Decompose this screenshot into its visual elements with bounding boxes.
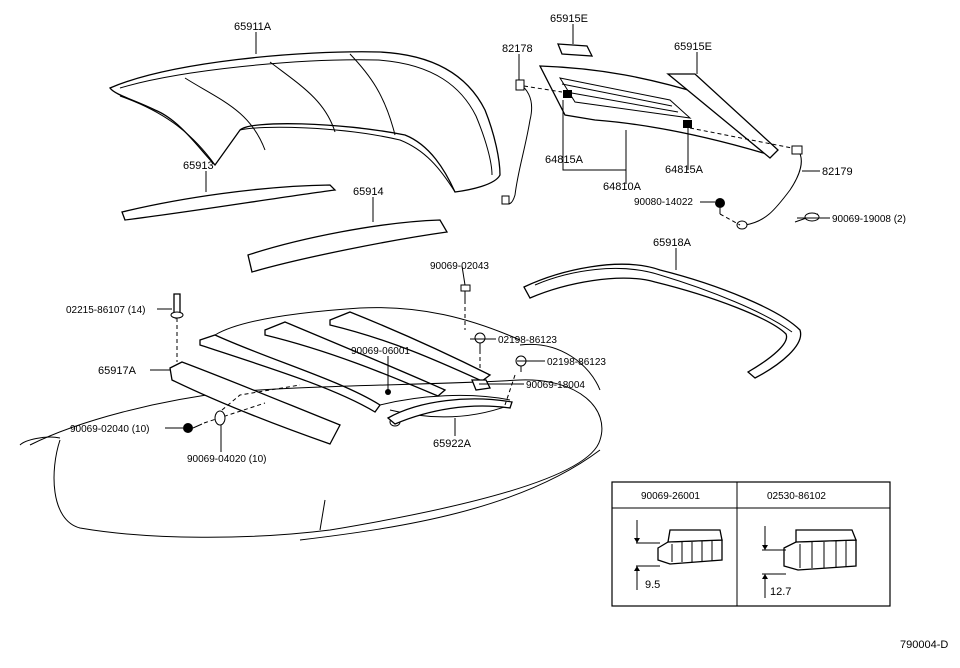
left-harness [504, 83, 533, 205]
legend-fastener-1 [634, 520, 723, 590]
label-64815a-left: 64815A [545, 154, 584, 166]
rear-window-part [538, 43, 779, 159]
legend-col2-header: 02530-86102 [767, 491, 826, 502]
label-90069-06001: 90069-06001 [351, 346, 410, 357]
rear-pad-part [247, 219, 449, 273]
label-65915e-right: 65915E [674, 41, 712, 53]
rear-retainer-part [386, 398, 513, 425]
label-90080-14022: 90080-14022 [634, 197, 693, 208]
screw-90069-06001 [385, 360, 391, 395]
label-90069-19008: 90069-19008 (2) [832, 214, 906, 225]
label-02198-86123-a: 02198-86123 [498, 335, 557, 346]
label-82178: 82178 [502, 43, 533, 55]
label-64810a: 64810A [603, 181, 642, 193]
label-65922a: 65922A [433, 438, 472, 450]
label-65915e-left: 65915E [550, 13, 588, 25]
right-harness [744, 149, 802, 226]
label-90069-02040: 90069-02040 (10) [70, 424, 150, 435]
part-labels: 65911A 65915E 82178 65915E 65913 65914 6… [66, 13, 906, 465]
screw-90069-02043 [460, 284, 471, 300]
label-65911a: 65911A [234, 21, 272, 33]
leader-lines [150, 24, 830, 452]
screw-02198-b [515, 355, 527, 372]
front-pad-part [121, 184, 337, 221]
side-weatherstrip-part [523, 263, 802, 379]
label-90069-18004: 90069-18004 [526, 380, 585, 391]
nut-90069-04020 [214, 410, 226, 426]
legend-size-9-5: 9.5 [645, 579, 660, 591]
label-65913: 65913 [183, 160, 214, 172]
label-02198-86123-b: 02198-86123 [547, 357, 606, 368]
label-02215-86107: 02215-86107 (14) [66, 305, 146, 316]
label-64815a-right: 64815A [665, 164, 704, 176]
bolt-90080 [715, 198, 725, 214]
label-65917a: 65917A [98, 365, 137, 377]
rivet-02215 [170, 293, 184, 320]
roof-frame-part [199, 307, 521, 427]
fastener-legend-table: 90069-26001 02530-86102 9.5 12 [611, 481, 891, 607]
clip-90069-18004 [471, 379, 491, 391]
bolt-90069-02040 [183, 423, 203, 433]
screw-02198-a [474, 332, 486, 350]
figure-id: 790004-D [900, 639, 948, 651]
label-65918a: 65918A [653, 237, 692, 249]
front-retainer-part [169, 361, 341, 445]
legend-col1-header: 90069-26001 [641, 491, 700, 502]
label-65914: 65914 [353, 186, 384, 198]
label-90069-02043: 90069-02043 [430, 261, 489, 272]
legend-fastener-2 [762, 526, 857, 598]
roof-cover-part [109, 51, 501, 193]
label-90069-04020: 90069-04020 (10) [187, 454, 267, 465]
legend-size-12-7: 12.7 [770, 586, 791, 598]
label-82179: 82179 [822, 166, 853, 178]
